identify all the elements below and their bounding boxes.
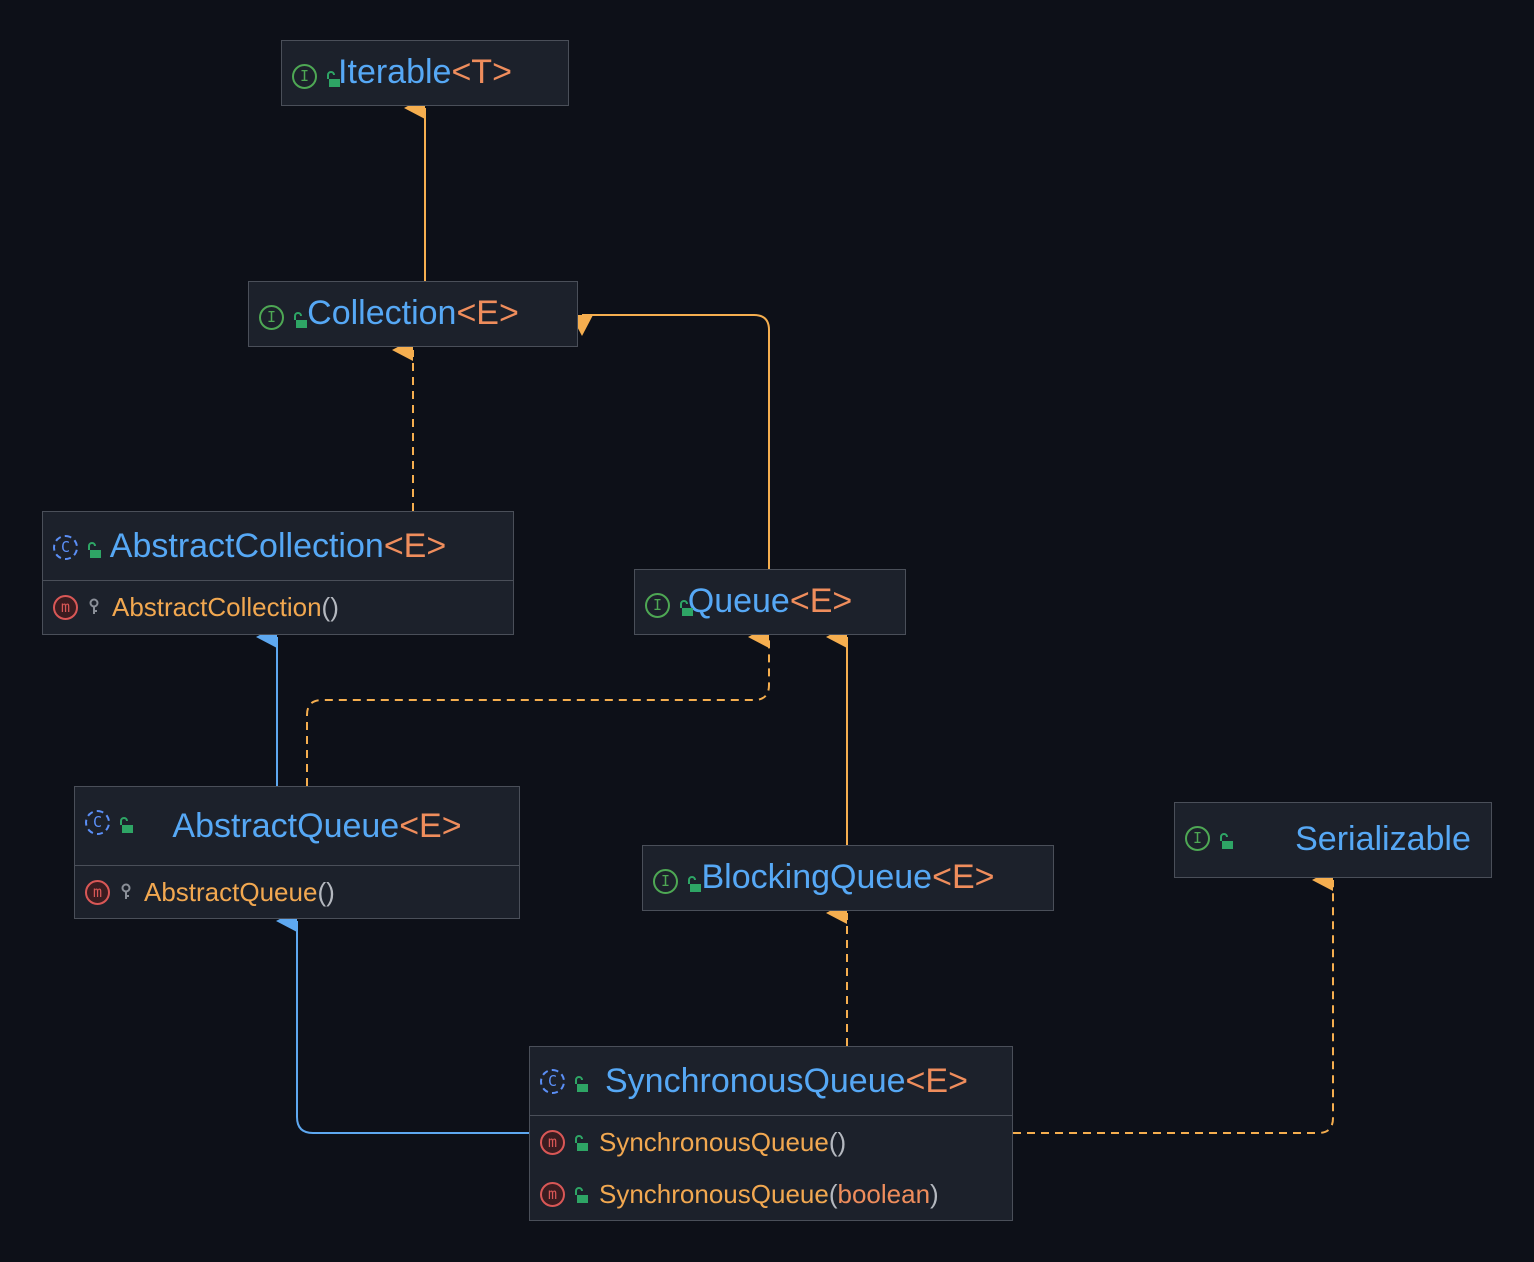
close-paren: ) [326, 876, 335, 907]
method-icon: m [540, 1181, 565, 1207]
method-name: SynchronousQueue [599, 1126, 829, 1157]
class-icon: C [53, 535, 78, 560]
public-lock-icon [292, 298, 308, 337]
class-name: Serializable [1295, 820, 1471, 858]
node-header: I BlockingQueue<E> [643, 846, 1053, 909]
node-header: C AbstractCollection<E> [43, 512, 513, 580]
open-paren: ( [828, 1126, 838, 1157]
open-paren: ( [317, 876, 327, 907]
class-icon: C [540, 1068, 565, 1094]
public-lock-icon [86, 528, 102, 567]
open-paren: ( [828, 1178, 838, 1209]
close-paren: ) [837, 1126, 847, 1157]
edge-synchronousqueue-extends-abstractqueue [276, 910, 529, 1134]
type-parameter: <E> [383, 526, 447, 565]
public-lock-icon [573, 1127, 589, 1158]
class-name: SynchronousQueue [605, 1061, 906, 1100]
type-parameter: <E> [456, 294, 519, 332]
class-name: Queue [687, 582, 790, 620]
node-header: C SynchronousQueue<E> [530, 1047, 1012, 1115]
edge-synchronousqueue-implements-serializable [1013, 869, 1334, 1134]
type-parameter: <E> [399, 806, 462, 845]
method-icon: m [85, 879, 110, 905]
node-header: C AbstractQueue<E> [75, 787, 519, 865]
node-header: I Serializable [1175, 803, 1491, 876]
public-lock-icon [573, 1062, 589, 1101]
public-lock-icon [573, 1179, 589, 1210]
class-name: Collection [307, 294, 457, 332]
close-paren: ) [930, 1178, 939, 1209]
edge-abstractqueue-implements-queue [306, 626, 770, 786]
interface-icon: I [292, 64, 317, 89]
interface-icon: I [653, 869, 678, 894]
node-header: I Collection<E> [249, 282, 577, 345]
node-collection[interactable]: I Collection<E> [248, 281, 578, 347]
method-name: SynchronousQueue [599, 1178, 829, 1209]
interface-icon: I [1185, 826, 1210, 851]
public-lock-icon [118, 803, 134, 842]
interface-icon: I [259, 305, 284, 330]
class-name: AbstractCollection [109, 526, 384, 565]
public-lock-icon [686, 862, 702, 901]
edge-queue-extends-collection [571, 314, 770, 569]
protected-key-icon [118, 877, 134, 908]
method-row[interactable]: m SynchronousQueue(boolean) [530, 1168, 1012, 1220]
method-row[interactable]: m SynchronousQueue() [530, 1116, 1012, 1168]
public-lock-icon [1218, 819, 1234, 858]
node-synchronous-queue[interactable]: C SynchronousQueue<E> m SynchronousQueue… [529, 1046, 1013, 1221]
member-list: m AbstractQueue() [75, 865, 519, 918]
class-name: BlockingQueue [701, 858, 933, 896]
open-paren: ( [321, 591, 331, 622]
member-list: m SynchronousQueue() m SynchronousQueue(… [530, 1115, 1012, 1220]
method-params: boolean [837, 1178, 931, 1209]
class-icon: C [85, 810, 110, 835]
method-icon: m [540, 1129, 565, 1155]
node-iterable[interactable]: I Iterable<T> [281, 40, 569, 106]
method-row[interactable]: m AbstractQueue() [75, 866, 519, 918]
type-parameter: <E> [789, 582, 853, 620]
type-parameter: <E> [932, 858, 995, 896]
node-header: I Queue<E> [635, 570, 905, 633]
node-abstract-queue[interactable]: C AbstractQueue<E> m AbstractQueue() [74, 786, 520, 919]
node-abstract-collection[interactable]: C AbstractCollection<E> m AbstractCollec… [42, 511, 514, 635]
method-name: AbstractCollection [112, 591, 322, 622]
interface-icon: I [645, 593, 670, 618]
method-name: AbstractQueue [144, 876, 318, 907]
node-queue[interactable]: I Queue<E> [634, 569, 906, 635]
method-row[interactable]: m AbstractCollection() [43, 581, 513, 633]
node-blocking-queue[interactable]: I BlockingQueue<E> [642, 845, 1054, 911]
public-lock-icon [678, 586, 694, 625]
class-name: AbstractQueue [172, 806, 400, 845]
node-header: I Iterable<T> [282, 41, 568, 104]
close-paren: ) [330, 591, 339, 622]
protected-key-icon [86, 592, 102, 623]
public-lock-icon [325, 57, 341, 96]
method-icon: m [53, 594, 78, 620]
type-parameter: <E> [905, 1061, 968, 1100]
member-list: m AbstractCollection() [43, 580, 513, 633]
class-name: Iterable [338, 53, 452, 91]
node-serializable[interactable]: I Serializable [1174, 802, 1492, 878]
type-parameter: <T> [451, 53, 512, 91]
